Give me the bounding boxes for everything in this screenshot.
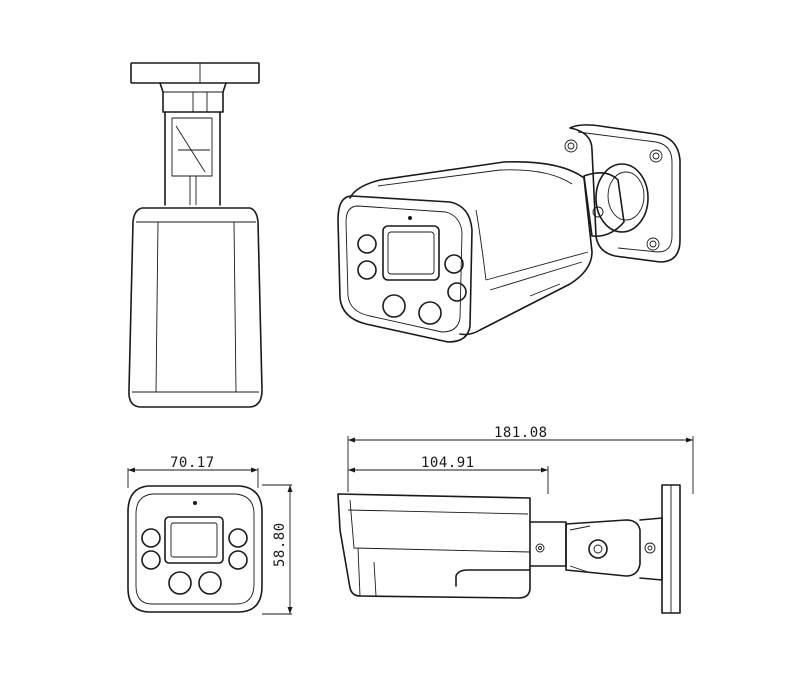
ir-led-icon xyxy=(141,550,161,570)
elevation-view xyxy=(128,62,263,408)
ir-led-icon xyxy=(444,254,464,274)
housing-elevation xyxy=(128,207,263,408)
iso-mount-plate xyxy=(569,124,681,263)
front-bezel xyxy=(127,485,263,613)
iso-ball-joint xyxy=(595,163,649,233)
side-view: 181.08 104.91 xyxy=(337,425,694,614)
screw-icon xyxy=(535,543,545,553)
ir-led-icon xyxy=(382,294,406,318)
screw-hole-icon xyxy=(646,237,660,251)
ir-led-icon xyxy=(447,282,467,302)
side-knuckle xyxy=(565,519,641,577)
height-label: 58.80 xyxy=(272,522,288,567)
iso-front-bezel xyxy=(337,195,473,343)
side-housing xyxy=(337,493,531,599)
ir-led-icon xyxy=(141,528,161,548)
side-arm xyxy=(639,517,663,581)
ir-led-icon xyxy=(228,550,248,570)
ir-led-icon xyxy=(168,571,192,595)
ir-led-icon xyxy=(357,260,377,280)
bracket-arm xyxy=(164,111,221,206)
ir-led-icon xyxy=(198,571,222,595)
width-label: 70.17 xyxy=(170,455,215,471)
screw-hole-icon xyxy=(564,139,578,153)
mount-plate xyxy=(130,62,260,84)
ir-led-icon xyxy=(228,528,248,548)
body-length-label: 104.91 xyxy=(421,455,475,471)
ir-led-icon xyxy=(418,301,442,325)
screw-hole-icon xyxy=(649,149,663,163)
iso-sensor-dot xyxy=(408,216,412,220)
ir-led-icon xyxy=(357,234,377,254)
front-lens-window xyxy=(164,516,224,564)
joint-screw-icon xyxy=(588,539,608,559)
iso-body xyxy=(349,161,593,336)
iso-lens-window xyxy=(382,225,440,281)
isometric-view xyxy=(337,124,681,343)
screw-icon xyxy=(592,206,604,218)
front-view: 70.17 58.80 xyxy=(127,455,293,615)
side-neck xyxy=(529,521,567,567)
screw-icon xyxy=(644,542,656,554)
total-length-label: 181.08 xyxy=(494,425,548,441)
